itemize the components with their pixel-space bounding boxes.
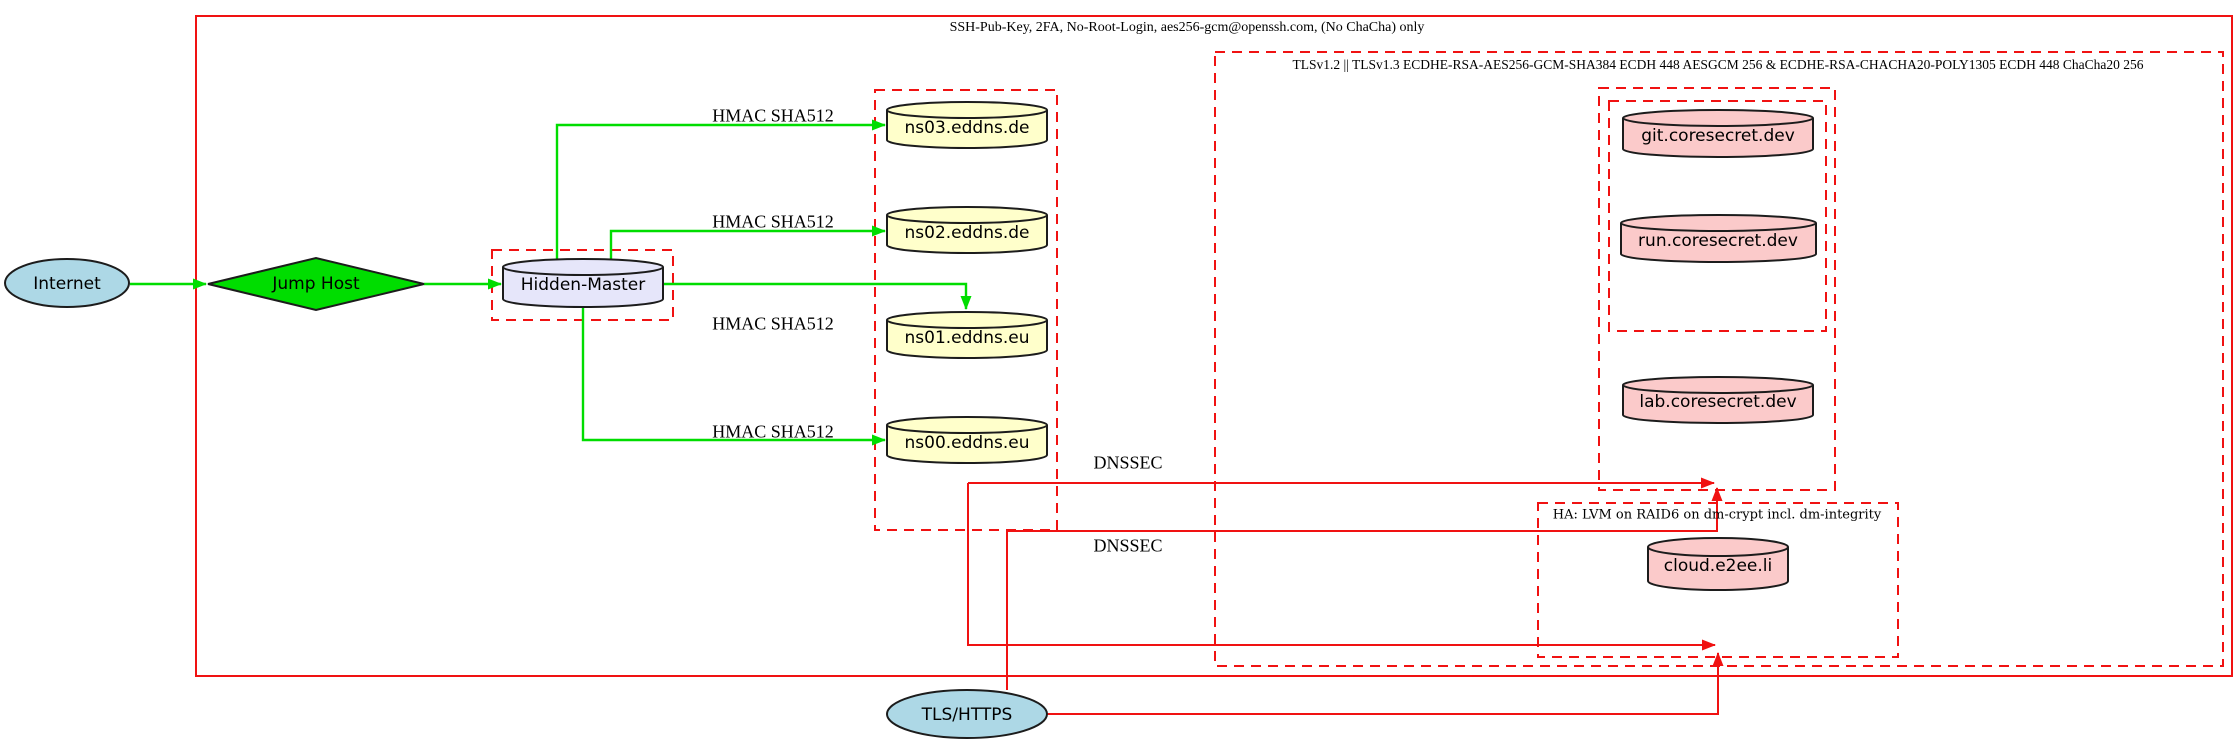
dnssec-label-1: DNSSEC	[1093, 452, 1163, 473]
hmac-label-ns01: HMAC SHA512	[712, 313, 834, 334]
edge-hiddenmaster-to-ns03	[555, 119, 886, 262]
hidden-master-node-label: Hidden-Master	[520, 275, 646, 295]
cloud-cylinder	[1647, 537, 1789, 591]
ns01-node-label: ns01.eddns.eu	[904, 328, 1030, 348]
edge-hiddenmaster-to-ns02	[609, 225, 886, 262]
ns03-cylinder	[886, 101, 1048, 149]
edge-hiddenmaster-to-ns00	[581, 307, 886, 446]
run-node-label: run.coresecret.dev	[1638, 231, 1798, 251]
tls-https-node-label: TLS/HTTPS	[921, 705, 1013, 725]
git-cylinder	[1622, 109, 1814, 158]
edge-tls-to-ha	[1047, 652, 1724, 715]
cloud-node-label: cloud.e2ee.li	[1663, 556, 1773, 576]
dnssec-label-2: DNSSEC	[1093, 535, 1163, 556]
run-cylinder	[1620, 214, 1817, 263]
ns01-cylinder	[886, 311, 1048, 359]
git-node-label: git.coresecret.dev	[1641, 126, 1795, 146]
hmac-label-ns03: HMAC SHA512	[712, 105, 834, 126]
nameserver-cluster-box	[874, 89, 1058, 531]
internet-node-label: Internet	[33, 274, 101, 294]
hmac-label-ns02: HMAC SHA512	[712, 211, 834, 232]
edge-dnssec-to-ha	[967, 483, 1716, 651]
internet-node-shape	[4, 258, 130, 308]
ns00-node-label: ns00.eddns.eu	[904, 433, 1030, 453]
coresecret-inner-cluster-box	[1608, 100, 1827, 332]
lab-node-label: lab.coresecret.dev	[1639, 392, 1797, 412]
ns02-cylinder	[886, 206, 1048, 254]
ns03-node-label: ns03.eddns.de	[904, 118, 1030, 138]
edge-hiddenmaster-to-ns01	[663, 282, 972, 310]
edge-tls-to-coresecret	[1006, 487, 1723, 690]
jump-host-node-shape	[207, 256, 425, 312]
ns00-cylinder	[886, 416, 1048, 464]
ssh-cluster-box	[195, 15, 2233, 677]
ns02-node-label: ns02.eddns.de	[904, 223, 1030, 243]
lab-cylinder	[1622, 376, 1814, 424]
hmac-label-ns00: HMAC SHA512	[712, 421, 834, 442]
ha-cluster-label: HA: LVM on RAID6 on dm-crypt incl. dm-in…	[1552, 507, 1882, 523]
tls-cluster-label: TLSv1.2 || TLSv1.3 ECDHE-RSA-AES256-GCM-…	[1292, 57, 2144, 72]
jump-host-node-label: Jump Host	[272, 274, 360, 294]
tls-https-node-shape	[886, 689, 1048, 739]
ssh-cluster-label: SSH-Pub-Key, 2FA, No-Root-Login, aes256-…	[949, 20, 1425, 35]
hidden-master-cylinder	[502, 258, 664, 308]
